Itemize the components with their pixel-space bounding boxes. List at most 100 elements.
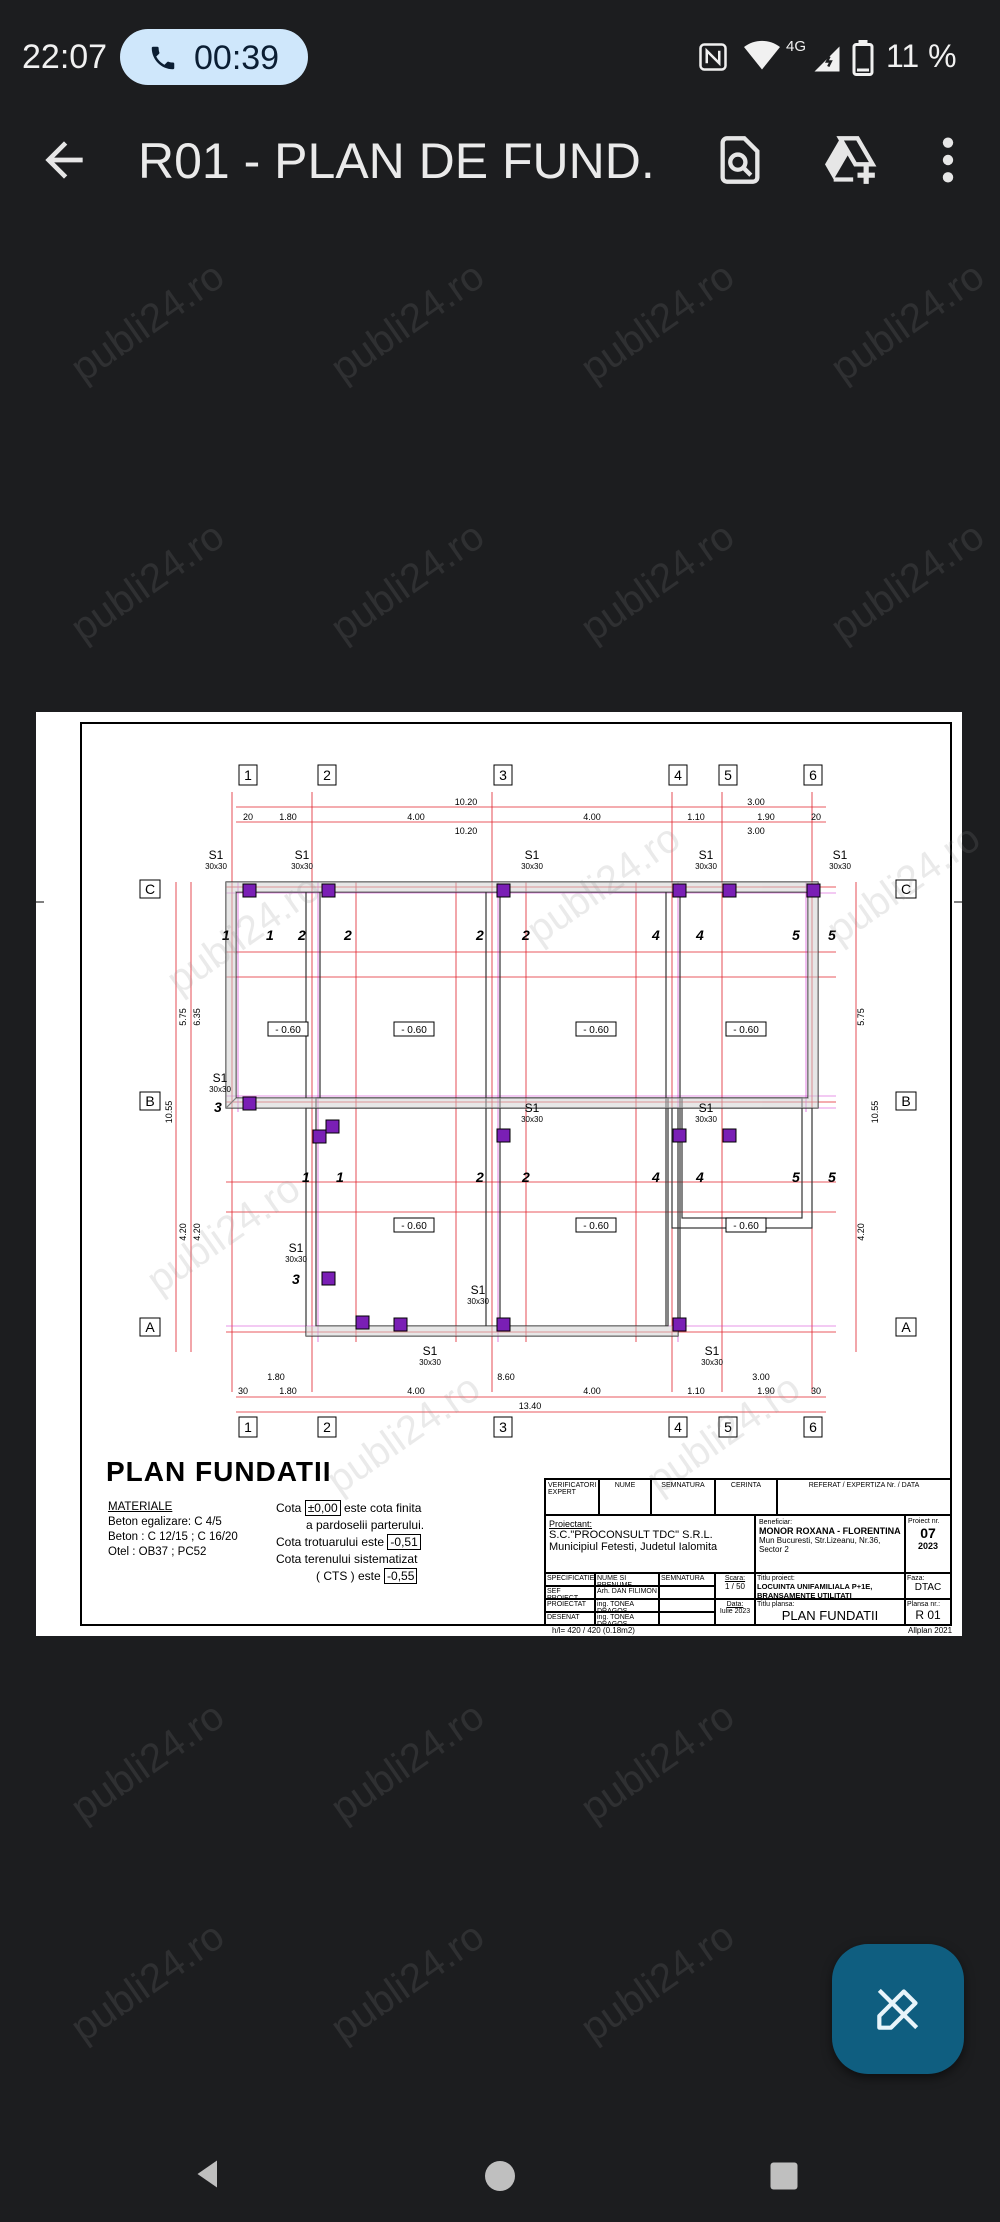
- tb-beneficiar: Beneficiar: MONOR ROXANA - FLORENTINA Mu…: [755, 1515, 905, 1573]
- tb-desenat-name: ing. TONEA DRAGOS: [595, 1612, 659, 1625]
- svg-text:S1: S1: [423, 1344, 438, 1358]
- cota-text: Cota terenului sistematizat: [276, 1552, 418, 1566]
- svg-text:30x30: 30x30: [291, 862, 313, 871]
- elevation-labels: - 0.60 - 0.60 - 0.60 - 0.60 - 0.60 - 0.6…: [267, 1021, 767, 1233]
- tb-titlu-proiect-label: Titlu proiect:: [757, 1575, 795, 1582]
- svg-text:5: 5: [724, 767, 732, 783]
- svg-text:B: B: [901, 1093, 910, 1109]
- svg-text:30x30: 30x30: [285, 1255, 307, 1264]
- column-s1: [355, 1315, 370, 1330]
- watermark: publi24.ro: [322, 253, 493, 391]
- svg-text:1: 1: [244, 767, 252, 783]
- nav-recents-icon[interactable]: [766, 2158, 802, 2194]
- svg-text:8.60: 8.60: [497, 1372, 515, 1382]
- svg-text:4: 4: [651, 1169, 660, 1185]
- svg-text:- 0.60: - 0.60: [275, 1025, 301, 1036]
- tb-proiectant-location: Municipiul Fetesti, Judetul Ialomita: [549, 1541, 718, 1553]
- nav-home-icon[interactable]: [482, 2158, 518, 2194]
- tb-sef-proiect: SEF PROIECT: [545, 1586, 595, 1599]
- signal-icon: [814, 46, 840, 72]
- svg-text:1.90: 1.90: [757, 1386, 775, 1396]
- svg-text:30x30: 30x30: [695, 862, 717, 871]
- axis-bubble-bottom: 1 2 3 4 5 6: [238, 1416, 823, 1438]
- nfc-icon: [699, 43, 727, 71]
- more-vert-icon[interactable]: [930, 134, 966, 186]
- column-s1: [321, 883, 336, 898]
- drawing-frame: [80, 722, 952, 1626]
- svg-text:5.75: 5.75: [178, 1008, 188, 1026]
- svg-text:4.20: 4.20: [192, 1223, 202, 1241]
- svg-text:C: C: [145, 881, 155, 897]
- tb-semn: SEMNATURA: [659, 1573, 715, 1586]
- svg-text:30: 30: [238, 1386, 248, 1396]
- svg-text:10.20: 10.20: [455, 826, 478, 836]
- svg-text:10.55: 10.55: [870, 1101, 880, 1124]
- svg-text:- 0.60: - 0.60: [583, 1025, 609, 1036]
- svg-text:1: 1: [244, 1419, 252, 1435]
- svg-text:4: 4: [651, 927, 660, 943]
- document-page[interactable]: 1 2 3 4 5 6 1 2 3 4 5 6 C B A C B A: [36, 712, 988, 1636]
- svg-text:5: 5: [792, 1169, 800, 1185]
- drive-add-icon[interactable]: [822, 134, 880, 186]
- watermark: publi24.ro: [572, 1693, 743, 1831]
- svg-text:2: 2: [297, 927, 306, 943]
- svg-text:S1: S1: [833, 848, 848, 862]
- svg-text:C: C: [901, 881, 911, 897]
- svg-text:4.20: 4.20: [856, 1223, 866, 1241]
- svg-text:4: 4: [695, 1169, 704, 1185]
- svg-text:1: 1: [266, 927, 274, 943]
- column-s1: [722, 883, 737, 898]
- column-s1: [496, 1128, 511, 1143]
- tb-plansa-nr-label: Plansa nr.:: [907, 1601, 941, 1608]
- back-arrow-icon[interactable]: [36, 132, 92, 188]
- svg-text:4: 4: [695, 927, 704, 943]
- svg-text:1.80: 1.80: [279, 812, 297, 822]
- columns: [242, 883, 821, 1332]
- svg-text:30x30: 30x30: [521, 1115, 543, 1124]
- svg-text:20: 20: [243, 812, 253, 822]
- column-s1: [393, 1317, 408, 1332]
- svg-text:6.35: 6.35: [192, 1008, 202, 1026]
- svg-text:4.00: 4.00: [583, 812, 601, 822]
- tb-data-label: Data:: [726, 1601, 744, 1608]
- tb-signature-cell: [659, 1599, 715, 1612]
- svg-text:- 0.60: - 0.60: [733, 1025, 759, 1036]
- search-document-icon[interactable]: [714, 134, 766, 186]
- phone-icon: [151, 46, 175, 70]
- column-s1: [806, 883, 821, 898]
- svg-text:1.80: 1.80: [267, 1372, 285, 1382]
- svg-text:30x30: 30x30: [467, 1297, 489, 1306]
- tb-titlu-proiect-value: LOCUINTA UNIFAMILIALA P+1E, BRANSAMENTE …: [757, 1582, 873, 1599]
- svg-text:S1: S1: [699, 1101, 714, 1115]
- cota-box: -0,55: [384, 1568, 418, 1584]
- ongoing-call-chip[interactable]: 00:39: [120, 29, 308, 85]
- svg-text:30x30: 30x30: [521, 862, 543, 871]
- tb-proiectant-name: S.C."PROCONSULT TDC" S.R.L.: [549, 1529, 713, 1541]
- tb-scara-value: 1 / 50: [724, 1582, 745, 1591]
- watermark: publi24.ro: [822, 513, 993, 651]
- column-s1: [496, 1317, 511, 1332]
- section-marks: 1 1 2 2 2 2 4 4 5 5 1 1 2 2 4 4 5 5 3 3: [214, 927, 836, 1287]
- tb-signature-cell: [659, 1586, 715, 1599]
- status-bar: 22:07 00:39 4G 11 %: [0, 0, 1000, 110]
- tb-proiect-nr: Proiect nr. 07 2023: [905, 1515, 951, 1573]
- tb-proiect-year: 2023: [917, 1541, 939, 1551]
- svg-text:- 0.60: - 0.60: [583, 1221, 609, 1232]
- dimension-texts: 10.20 3.00 20 1.80 4.00 4.00 1.10 1.90 2…: [164, 797, 880, 1411]
- edit-fab-button[interactable]: [832, 1944, 964, 2074]
- tb-titlu-plansa-label: Titlu plansa:: [757, 1601, 795, 1608]
- cota-box: -0,51: [387, 1534, 421, 1550]
- tb-scara: Scara: 1 / 50: [715, 1573, 755, 1599]
- tb-titlu-proiect: Titlu proiect: LOCUINTA UNIFAMILIALA P+1…: [755, 1573, 905, 1599]
- nav-back-icon[interactable]: [190, 2156, 226, 2192]
- svg-text:1.10: 1.10: [687, 1386, 705, 1396]
- svg-text:5: 5: [828, 1169, 836, 1185]
- tb-titlu-plansa-value: PLAN FUNDATII: [781, 1608, 879, 1623]
- tb-beneficiar-name: MONOR ROXANA - FLORENTINA: [759, 1526, 901, 1536]
- svg-text:10.20: 10.20: [455, 797, 478, 807]
- battery-icon: [852, 40, 874, 76]
- tb-signature-cell: [659, 1612, 715, 1625]
- tb-data-value: Iulie 2023: [719, 1608, 751, 1615]
- watermark: publi24.ro: [322, 1693, 493, 1831]
- svg-text:S1: S1: [705, 1344, 720, 1358]
